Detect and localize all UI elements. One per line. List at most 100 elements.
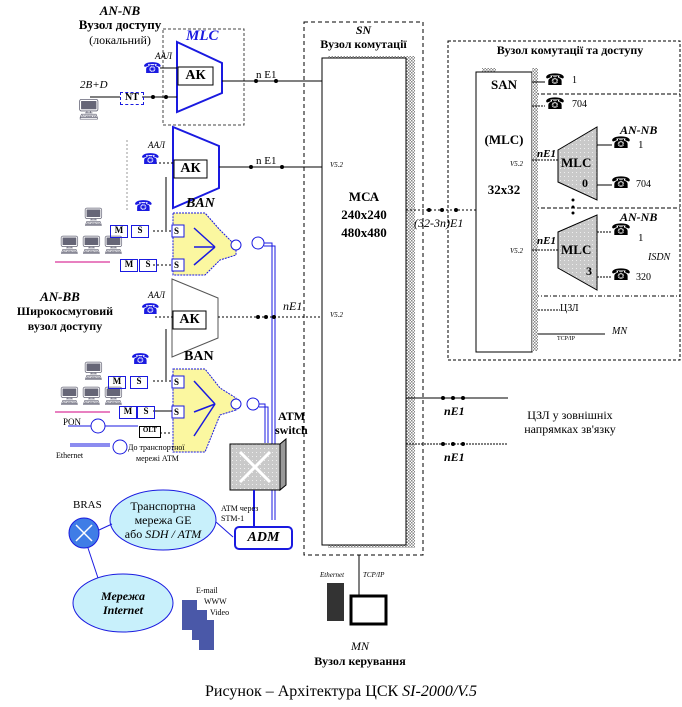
phone-icon: ☎ xyxy=(611,135,631,152)
atm-switch-line2: switch xyxy=(275,423,308,437)
transport-sdh-atm: SDH / ATM xyxy=(145,527,202,541)
san-size: 32x32 xyxy=(487,182,521,197)
figure-caption: Рисунок – Архітектура ЦСК SI-2000/V.5 xyxy=(141,684,541,700)
modem-box: M xyxy=(119,406,137,419)
sn-frame xyxy=(303,21,424,556)
ban-s-port: S xyxy=(174,260,180,270)
ext-link-1: nE1 xyxy=(444,404,465,418)
trunk-label: (32-3n)E1 xyxy=(414,216,464,230)
atm-link-2: STM-1 xyxy=(221,514,245,523)
phone-icon: ☎ xyxy=(611,175,631,192)
internet-cloud xyxy=(72,573,174,633)
caption-prefix: Рисунок – Архітектура ЦСК xyxy=(205,683,403,700)
computer-icon: 🖥 xyxy=(102,235,125,255)
aal-label: ААЛ xyxy=(155,51,172,61)
to-atm-label-1: До транспортної xyxy=(128,443,185,452)
mlc-top-label: MLC xyxy=(186,28,219,44)
mlc0-an-label: AN-NB xyxy=(620,123,658,137)
phone-icon: ☎ xyxy=(141,302,160,318)
mn-eth-label: Ethernet xyxy=(320,571,345,579)
czl-label: ЦЗЛ xyxy=(560,303,579,314)
mn-pc-tower xyxy=(327,583,344,621)
mlc3-num: 3 xyxy=(586,264,592,278)
ban-s-port: S xyxy=(174,377,180,387)
sn-title: SN xyxy=(355,23,372,37)
phone-icon: ☎ xyxy=(611,267,631,284)
caption-system: SI-2000/V.5 xyxy=(402,683,477,700)
phone-icon: ☎ xyxy=(545,96,565,113)
transport-line1: Транспортна xyxy=(130,499,196,513)
mlc0-name: MLC xyxy=(561,155,592,170)
modem-box: M xyxy=(110,225,128,238)
service-video: Video xyxy=(210,608,230,617)
mlc0-shape xyxy=(557,126,598,201)
ban-bottom-shape xyxy=(172,368,237,453)
ak-remote-label: АК xyxy=(180,161,201,176)
computer-icon: 🖥 xyxy=(58,235,81,255)
transport-line2: мережа GE xyxy=(134,513,192,527)
computer-icon: 🖥 xyxy=(80,235,103,255)
phone-icon: ☎ xyxy=(611,222,631,239)
mca-size-2: 480x480 xyxy=(341,225,387,240)
to-atm-label-2: мережі АТМ xyxy=(136,454,179,463)
ak-remote-box xyxy=(173,159,208,179)
san-box xyxy=(475,71,533,353)
atm-switch-line1: ATM xyxy=(278,409,306,423)
internet-line1: Мережа xyxy=(100,589,146,603)
computer-icon: 🖥 xyxy=(82,207,105,227)
mlc3-link: nE1 xyxy=(537,235,556,247)
adm-box xyxy=(234,526,293,550)
mlc3-an-label: AN-NB xyxy=(620,210,658,224)
computer-icon: 🖥 xyxy=(82,361,105,381)
an-nb-subtitle: Вузол доступу xyxy=(78,17,162,32)
phone-icon: ☎ xyxy=(131,352,150,368)
isdn-2bd-label: 2B+D xyxy=(80,79,108,91)
mlc0-phone-1: 1 xyxy=(638,139,644,151)
mca-size-1: 240x240 xyxy=(341,207,387,222)
an-nb-title: AN-NB xyxy=(99,3,141,18)
link-label: n E1 xyxy=(256,69,277,81)
mlc3-shape xyxy=(557,214,598,291)
service-email: E-mail xyxy=(196,586,218,595)
ban-top-label: BAN xyxy=(186,196,215,211)
mlc0-phone-704: 704 xyxy=(636,179,651,190)
service-www: WWW xyxy=(204,597,227,606)
v52-label: V5.2 xyxy=(330,311,344,319)
san-phone-1: 1 xyxy=(572,75,577,86)
an-nb-note: (локальний) xyxy=(89,33,151,47)
phone-icon: ☎ xyxy=(143,61,162,77)
transport-line3: або SDH / ATM xyxy=(113,528,213,540)
san-mlc-label: (MLC) xyxy=(484,132,524,147)
san-mn-label: MN xyxy=(612,326,627,337)
an-bb-title: AN-BB xyxy=(40,289,80,304)
mlc3-phone-320: 320 xyxy=(636,272,651,283)
computer-icon: 🖥 xyxy=(102,386,125,406)
phone-icon: ☎ xyxy=(545,72,565,89)
ak-anbb-label: АК xyxy=(179,312,200,327)
san-tcpip-label: TCP/IP xyxy=(557,336,576,342)
san-phone-704: 704 xyxy=(572,99,587,110)
splitter-box: S xyxy=(130,376,148,389)
ext-line1: ЦЗЛ у зовнішніх xyxy=(527,408,613,422)
v52-label: V5.2 xyxy=(330,161,344,169)
pon-label: PON xyxy=(63,417,82,427)
ban-bottom-label: BAN xyxy=(184,349,214,364)
ak-top-label: АК xyxy=(185,68,206,83)
mn-tcpip-label: TCP/IP xyxy=(363,571,385,579)
mlc0-num: 0 xyxy=(582,176,588,190)
splitter-box: S xyxy=(137,406,155,419)
san-label: SAN xyxy=(490,77,517,92)
sn-subtitle: Вузол комутації xyxy=(320,37,407,51)
splitter-box: S xyxy=(131,225,149,238)
link-label: nE1 xyxy=(283,299,303,313)
modem-box: M xyxy=(120,259,138,272)
splitter-box: S xyxy=(139,259,157,272)
an-bb-line2: вузол доступу xyxy=(27,319,103,333)
mlc0-link: nE1 xyxy=(537,148,556,160)
mlc-local-frame xyxy=(162,28,245,126)
mn-subtitle: Вузол керування xyxy=(314,654,406,668)
internet-line2: Internet xyxy=(102,603,143,617)
ak-top-box xyxy=(177,66,214,86)
mca-label: МСА xyxy=(348,189,380,204)
